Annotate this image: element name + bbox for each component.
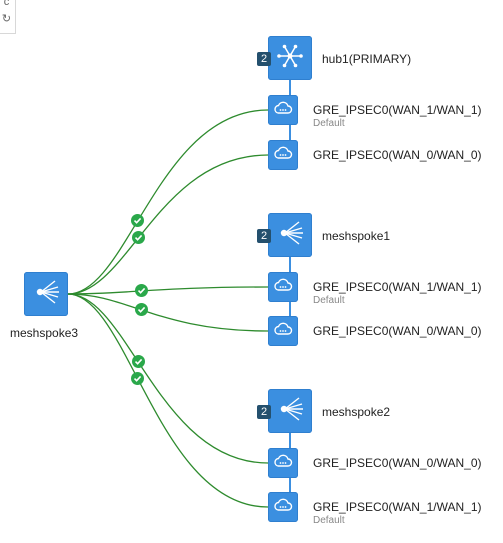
mesh-spoke-icon (31, 277, 61, 312)
cloud-icon (273, 100, 293, 121)
tunnel-count-badge: 2 (257, 52, 271, 66)
status-ok-icon (135, 284, 149, 298)
status-ok-icon (132, 230, 146, 244)
peer-node[interactable] (268, 389, 312, 433)
peer-node[interactable] (268, 213, 312, 257)
tunnel-label: GRE_IPSEC0(WAN_1/WAN_1) (313, 280, 482, 294)
mesh-spoke-icon (275, 218, 305, 253)
refresh-icon: ↻ (1, 13, 12, 25)
peer-node-label: meshspoke1 (322, 229, 391, 243)
tunnel-link[interactable] (67, 286, 269, 295)
tunnel-label: GRE_IPSEC0(WAN_0/WAN_0) (313, 324, 482, 338)
peer-node[interactable] (268, 36, 312, 80)
tunnel-link[interactable] (67, 293, 269, 464)
top-glyph: c (3, 0, 10, 8)
tunnel-link[interactable] (67, 293, 269, 332)
hub-icon (275, 41, 305, 76)
tunnel-link[interactable] (67, 154, 269, 295)
cloud-icon (273, 497, 293, 518)
tunnel-sublabel: Default (313, 515, 345, 526)
status-ok-icon (135, 303, 149, 317)
peer-node-label: meshspoke2 (322, 405, 391, 419)
cloud-icon (273, 321, 293, 342)
tunnel-node[interactable] (268, 140, 298, 170)
tunnel-link[interactable] (67, 109, 269, 295)
tunnel-node[interactable] (268, 272, 298, 302)
mesh-spoke-icon (275, 394, 305, 429)
source-node[interactable] (24, 272, 68, 316)
status-ok-icon (131, 214, 145, 228)
tunnel-node[interactable] (268, 95, 298, 125)
tunnel-sublabel: Default (313, 295, 345, 306)
status-ok-icon (130, 371, 144, 385)
tunnel-label: GRE_IPSEC0(WAN_0/WAN_0) (313, 148, 482, 162)
refresh-button[interactable]: c ↻ (0, 0, 16, 34)
cloud-icon (273, 453, 293, 474)
tunnel-sublabel: Default (313, 118, 345, 129)
tunnel-count-badge: 2 (257, 405, 271, 419)
source-node-label: meshspoke3 (10, 326, 79, 340)
tunnel-link[interactable] (67, 293, 269, 508)
cloud-icon (273, 277, 293, 298)
tunnel-node[interactable] (268, 448, 298, 478)
tunnel-label: GRE_IPSEC0(WAN_1/WAN_1) (313, 500, 482, 514)
tunnel-count-badge: 2 (257, 229, 271, 243)
cloud-icon (273, 145, 293, 166)
tunnel-label: GRE_IPSEC0(WAN_1/WAN_1) (313, 103, 482, 117)
status-ok-icon (131, 355, 145, 369)
tunnel-label: GRE_IPSEC0(WAN_0/WAN_0) (313, 456, 482, 470)
tunnel-node[interactable] (268, 316, 298, 346)
tunnel-node[interactable] (268, 492, 298, 522)
peer-node-label: hub1(PRIMARY) (322, 52, 412, 66)
